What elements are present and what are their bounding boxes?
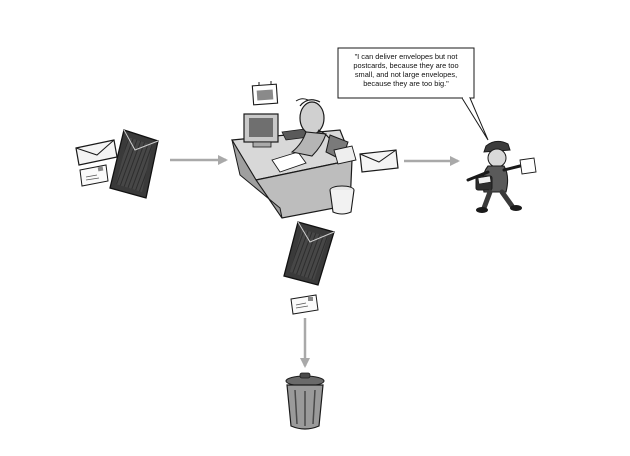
mail-sorter-desk-icon <box>230 81 357 219</box>
speech-line-2: postcards, because they are too <box>353 61 459 70</box>
large-envelope-icon <box>109 129 159 199</box>
rejected-large-envelope <box>283 221 335 286</box>
postcard-icon <box>290 294 319 315</box>
speech-line-1: "I can deliver envelopes but not <box>354 52 458 61</box>
postcard-icon <box>79 164 109 187</box>
mail-carrier-icon <box>466 140 537 213</box>
large-envelope-icon <box>283 221 335 286</box>
incoming-mail-pile <box>75 129 159 199</box>
accepted-envelope <box>359 149 399 173</box>
speech-line-3: small, and not large envelopes, <box>354 70 458 79</box>
calendar-icon <box>251 81 279 106</box>
small-envelope-icon <box>75 139 118 166</box>
trash-can-icon <box>285 372 325 430</box>
small-envelope-icon <box>359 149 399 173</box>
wastebasket-icon <box>329 185 355 215</box>
rejected-postcard <box>290 294 319 315</box>
speech-bubble <box>337 47 489 141</box>
speech-line-4: because they are too big." <box>363 79 449 88</box>
speech-bubble-text: "I can deliver envelopes but not postcar… <box>341 52 471 96</box>
